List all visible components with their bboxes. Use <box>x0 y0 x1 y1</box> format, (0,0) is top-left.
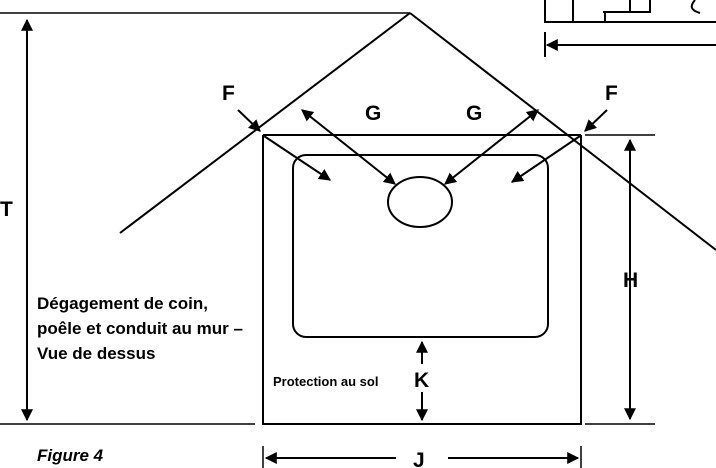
label-f-left: F <box>222 82 235 105</box>
right-wall <box>409 12 716 251</box>
label-k: K <box>414 369 429 392</box>
caption-line-1: Dégagement de coin, <box>37 294 208 313</box>
inset-view <box>544 0 716 57</box>
g-arrow-left <box>301 109 396 185</box>
flue-ellipse <box>387 176 453 228</box>
label-f-right: F <box>605 82 618 105</box>
label-g-right: G <box>466 102 482 125</box>
floor-protection-label: Protection au sol <box>273 374 378 389</box>
g-arrow-right <box>444 109 539 185</box>
figure-label: Figure 4 <box>37 446 104 465</box>
caption-line-2: poêle et conduit au mur – <box>37 319 243 338</box>
floor-protection-outline <box>262 135 582 425</box>
caption-line-3: Vue de dessus <box>37 344 155 363</box>
f-arrow-right <box>584 109 608 132</box>
label-g-left: G <box>365 102 381 125</box>
f-arrow-left <box>237 109 261 132</box>
label-h: H <box>623 269 638 292</box>
label-t: T <box>0 198 13 221</box>
left-wall <box>119 12 411 234</box>
corner-clearance-right <box>511 135 581 183</box>
stove-outline <box>292 154 549 338</box>
label-j: J <box>413 449 425 468</box>
corner-clearance-left <box>263 135 331 181</box>
